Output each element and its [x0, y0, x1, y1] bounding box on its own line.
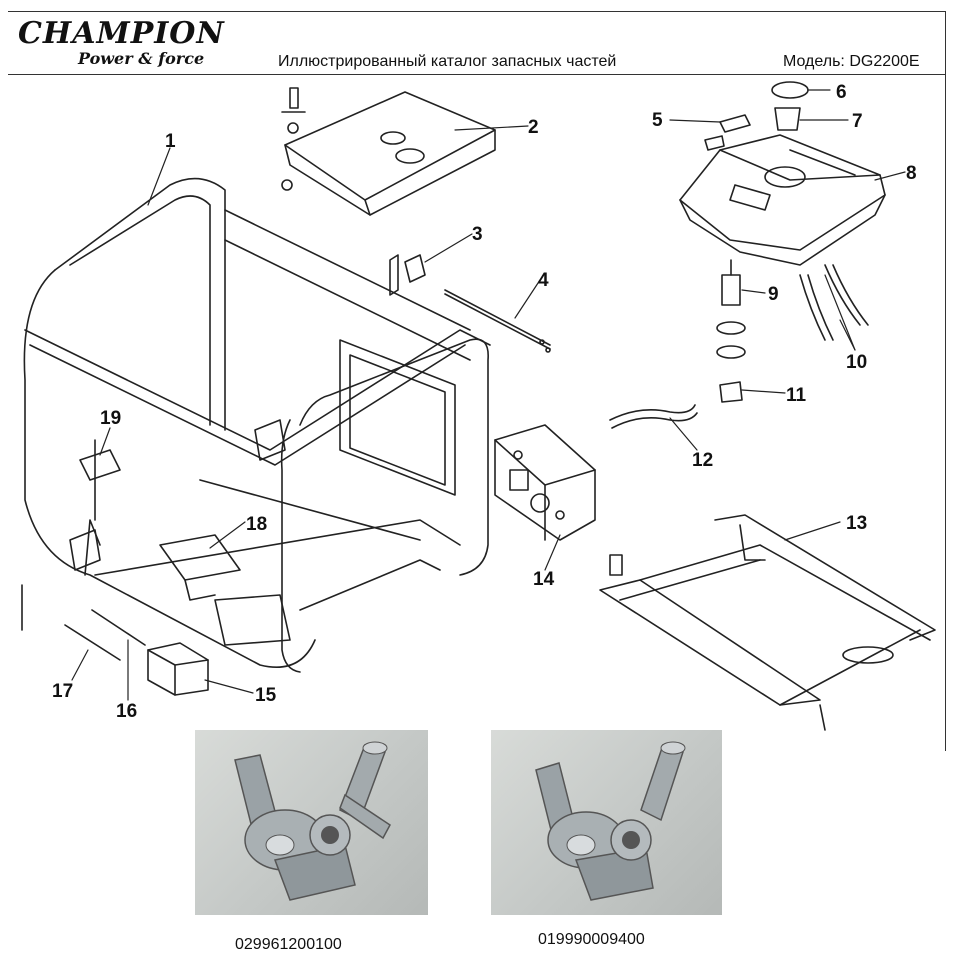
callout-2: 2 [528, 117, 539, 138]
bracket-rod-drawing [389, 254, 551, 353]
callout-17: 17 [52, 681, 73, 702]
callout-6: 6 [836, 82, 847, 103]
callout-18: 18 [246, 514, 267, 535]
callout-19: 19 [100, 408, 121, 429]
callout-10: 10 [846, 352, 867, 373]
frame-drawing [23, 177, 491, 673]
fuel-valve-photo-1 [195, 730, 428, 915]
exploded-parts-diagram: 1 2 3 4 5 6 7 8 9 10 11 12 13 14 15 16 1… [21, 81, 936, 731]
fuel-lines-drawing [609, 259, 869, 429]
callout-4: 4 [538, 270, 549, 291]
page-title: Иллюстрированный каталог запасных частей [278, 53, 617, 70]
champion-logo: CHAMPION Power & force [14, 14, 229, 74]
part-number-1: 029961200100 [235, 936, 342, 953]
callout-numbers: 1 2 3 4 5 6 7 8 9 10 11 12 13 14 15 16 1… [52, 82, 917, 722]
fuel-tank-drawing [679, 81, 886, 266]
part-number-2: 019990009400 [538, 931, 645, 948]
callout-9: 9 [768, 284, 779, 305]
base-frame-drawing [599, 514, 936, 731]
frame-right-border [945, 11, 946, 751]
header-frame-top [8, 11, 946, 12]
callout-8: 8 [906, 163, 917, 184]
callout-12: 12 [692, 450, 713, 471]
fuel-valve-dual-outlet-icon [234, 741, 391, 901]
callout-13: 13 [846, 513, 867, 534]
callout-5: 5 [652, 110, 663, 131]
callout-3: 3 [472, 224, 483, 245]
fuel-valve-single-outlet-icon [535, 741, 686, 901]
callout-leaders [71, 89, 906, 701]
callout-1: 1 [165, 131, 176, 152]
top-cover-drawing [281, 87, 496, 216]
callout-7: 7 [852, 111, 863, 132]
fuel-valve-photo-2 [491, 730, 722, 915]
logo-tagline: Power & force [78, 49, 205, 68]
model-label: Модель: DG2200E [783, 53, 920, 70]
header-rule [8, 74, 946, 75]
callout-14: 14 [533, 569, 555, 590]
callout-11: 11 [786, 385, 807, 406]
callout-16: 16 [116, 701, 137, 722]
logo-brand: CHAMPION [18, 16, 225, 51]
callout-15: 15 [255, 685, 277, 706]
control-panel-drawing [494, 424, 596, 541]
small-parts-drawing [21, 439, 241, 696]
